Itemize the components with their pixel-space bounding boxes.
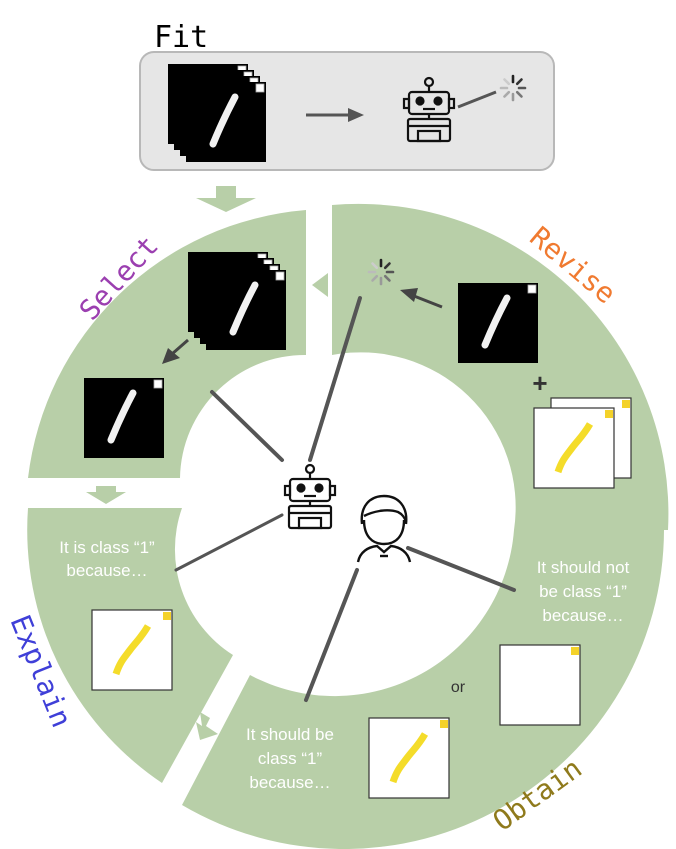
fit-arrow — [306, 108, 364, 122]
revise-mask-stack — [534, 398, 631, 488]
training-data-stack — [168, 64, 266, 162]
obtain-correct-line3: because… — [249, 773, 330, 792]
revise-arrow — [400, 288, 443, 309]
flow-arrows — [86, 186, 608, 740]
fit-to-select-arrow — [196, 186, 256, 212]
select-to-explain-arrow — [86, 486, 126, 504]
cycle-ring — [27, 203, 669, 849]
robot-beam — [457, 90, 497, 109]
obtain-blank-mask — [499, 644, 581, 726]
fit-title: Fit — [154, 20, 208, 55]
pointer-lines — [174, 296, 516, 702]
obtain-not-line2: be class “1” — [539, 582, 627, 601]
ring-segment-revise — [332, 203, 669, 530]
explain-text-line1: It is class “1” — [59, 538, 155, 557]
revise-to-select-arrow — [312, 273, 328, 297]
explain-text-line2: because… — [66, 561, 147, 580]
select-arrow — [162, 338, 189, 364]
obtain-correct-mask — [369, 718, 449, 798]
ring-segment-obtain — [182, 530, 664, 849]
explain-mask-image — [92, 610, 172, 690]
obtain-not-line1: It should not — [537, 558, 630, 577]
center-robot-icon — [283, 463, 337, 530]
obtain-to-revise-arrow — [568, 506, 608, 522]
select-pool-stack — [188, 252, 286, 350]
human-icon — [356, 494, 412, 563]
obtain-not-line3: because… — [542, 606, 623, 625]
selected-digit-image — [84, 378, 164, 458]
revise-digit-image — [458, 283, 538, 363]
obtain-correct-line1: It should be — [246, 725, 334, 744]
or-label: or — [451, 679, 466, 696]
obtain-correct-line2: class “1” — [258, 749, 323, 768]
plus-sign: + — [532, 368, 547, 398]
explain-to-obtain-arrow — [196, 712, 218, 740]
